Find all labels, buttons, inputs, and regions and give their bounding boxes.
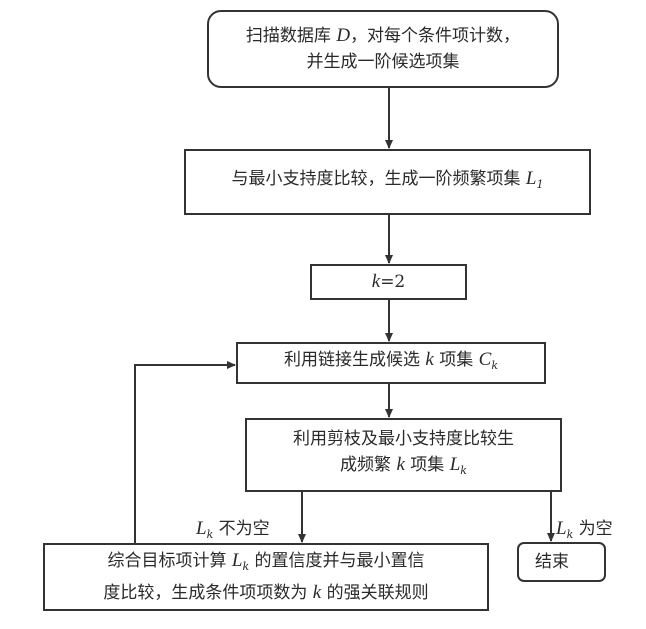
variable-l: L (525, 168, 537, 189)
text: 综合目标项计算 (107, 551, 232, 571)
node-l1-text: 与最小支持度比较，生成一阶频繁项集 L1 (232, 166, 544, 198)
text: 不为空 (213, 519, 270, 539)
node-rules-line-1: 综合目标项计算 Lk 的置信度并与最小置信 (103, 548, 428, 580)
variable-k: k (312, 582, 322, 603)
node-k2-text: k=2 (372, 269, 406, 295)
node-scan-database: 扫描数据库 D，对每个条件项计数， 并生成一阶候选项集 (207, 10, 559, 88)
node-candidate-k-itemset: 利用链接生成候选 k 项集 Ck (236, 342, 546, 384)
text: 扫描数据库 (245, 26, 337, 46)
text: =2 (380, 272, 406, 292)
variable-l: L (556, 518, 567, 539)
subscript: k (566, 528, 574, 541)
edge-label-lk-empty: Lk 为空 (556, 514, 613, 541)
variable-l: L (196, 518, 207, 539)
node-strong-association-rules: 综合目标项计算 Lk 的置信度并与最小置信 度比较，生成条件项项数为 k 的强关… (43, 543, 489, 611)
variable-k: k (396, 454, 405, 475)
node-lk-line-1: 利用剪枝及最小支持度比较生 (293, 429, 514, 449)
subscript: k (242, 560, 250, 573)
subscript: k (460, 464, 467, 477)
text: 为空 (573, 519, 613, 539)
node-frequent-k-itemset: 利用剪枝及最小支持度比较生 成频繁 k 项集 Lk (245, 418, 562, 492)
variable-l: L (449, 454, 461, 475)
text: 与最小支持度比较，生成一阶频繁项集 (231, 169, 526, 189)
edge-label-lk-not-empty: Lk 不为空 (196, 514, 270, 541)
node-end: 结束 (517, 542, 606, 582)
variable-c: C (478, 349, 492, 370)
node-rules-line-2: 度比较，生成条件项项数为 k 的强关联规则 (103, 580, 428, 606)
subscript: k (206, 528, 214, 541)
text: 项集 (433, 350, 479, 370)
text: 利用链接生成候选 (283, 350, 426, 370)
variable-k: k (371, 271, 381, 292)
node-lk-line-2: 成频繁 k 项集 Lk (293, 452, 514, 484)
node-end-text: 结束 (535, 552, 569, 572)
text: 成频繁 (340, 455, 397, 475)
node-scan-line-2: 并生成一阶候选项集 (306, 52, 460, 72)
variable-l: L (231, 550, 243, 571)
node-k-equals-2: k=2 (310, 264, 467, 300)
node-scan-line-1: 扫描数据库 D，对每个条件项计数， (246, 23, 520, 49)
text: 度比较，生成条件项项数为 (103, 583, 313, 603)
subscript: k (491, 359, 498, 372)
text: ，对每个条件项计数， (350, 26, 521, 46)
text: 的置信度并与最小置信 (249, 551, 425, 571)
variable-d: D (336, 25, 351, 46)
text: 的强关联规则 (321, 583, 429, 603)
edge-loop-rules-to-ck (134, 361, 236, 543)
node-frequent-1-itemset: 与最小支持度比较，生成一阶频繁项集 L1 (184, 149, 591, 215)
variable-k: k (425, 349, 434, 370)
subscript: 1 (536, 178, 544, 191)
node-ck-text: 利用链接生成候选 k 项集 Ck (284, 347, 498, 379)
text: 项集 (404, 455, 450, 475)
